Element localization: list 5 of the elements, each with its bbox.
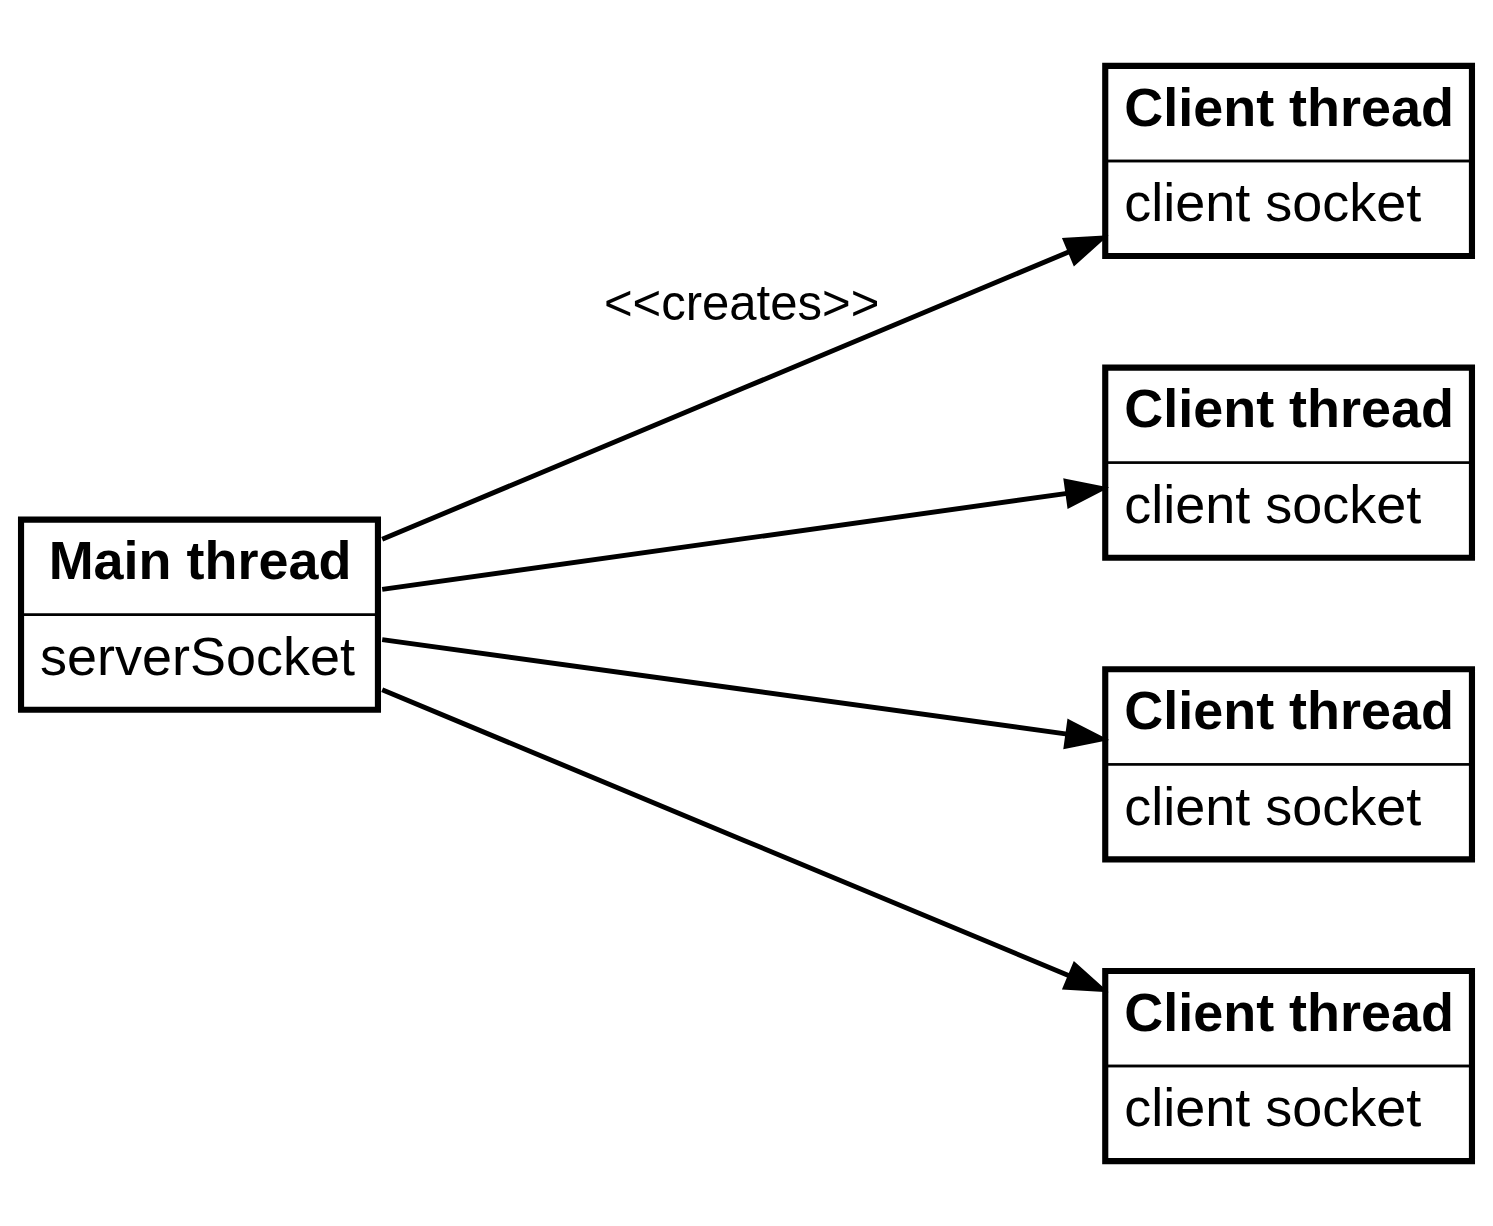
arrow — [381, 687, 1109, 992]
arrow — [381, 636, 1110, 749]
arrow — [381, 477, 1110, 592]
arrow — [381, 234, 1109, 542]
edge-label: <<creates>> — [603, 275, 880, 330]
